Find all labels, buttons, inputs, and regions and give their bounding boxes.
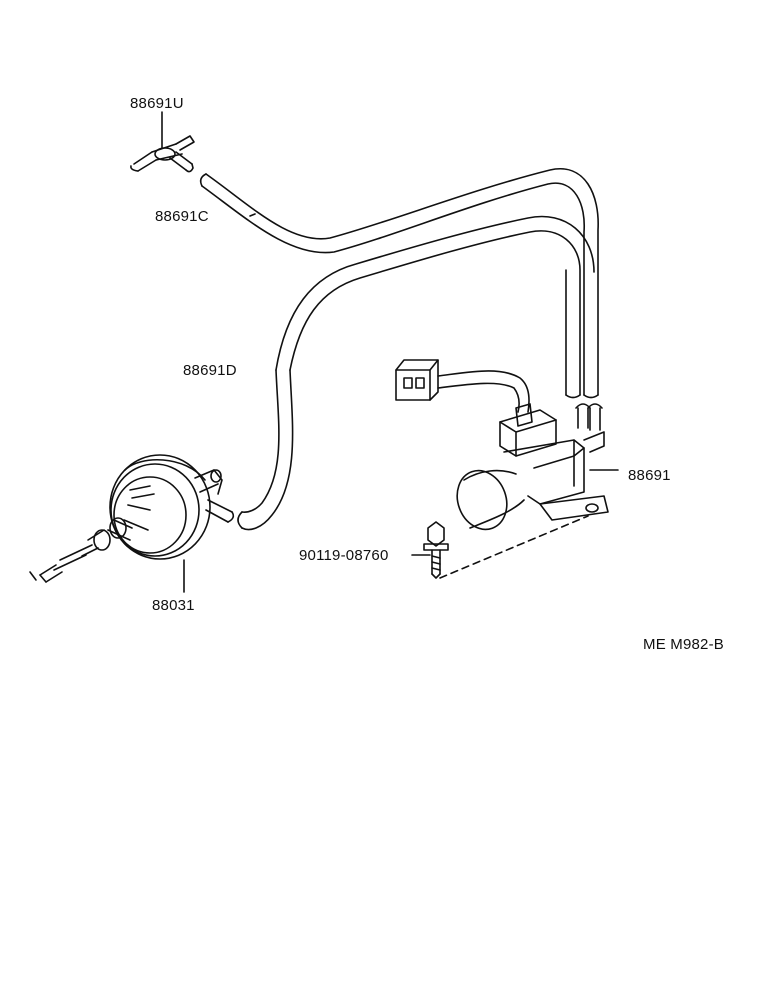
label-tee-joint: 88691U bbox=[130, 95, 184, 112]
tee-joint-88691U bbox=[130, 111, 195, 173]
label-bolt: 90119-08760 bbox=[299, 547, 389, 564]
install-dashed-line bbox=[439, 515, 589, 579]
hose-88691C bbox=[199, 168, 599, 399]
label-actuator: 88031 bbox=[152, 597, 195, 614]
diagram-code: ME M982-B bbox=[643, 636, 724, 653]
vsv-88691 bbox=[395, 359, 619, 531]
label-vsv: 88691 bbox=[628, 467, 671, 484]
bolt-90119-08760 bbox=[411, 521, 449, 579]
label-hose-d: 88691D bbox=[183, 362, 237, 379]
label-hose-c: 88691C bbox=[155, 208, 209, 225]
actuator-88031 bbox=[29, 454, 235, 593]
hose-88691D bbox=[237, 215, 595, 531]
